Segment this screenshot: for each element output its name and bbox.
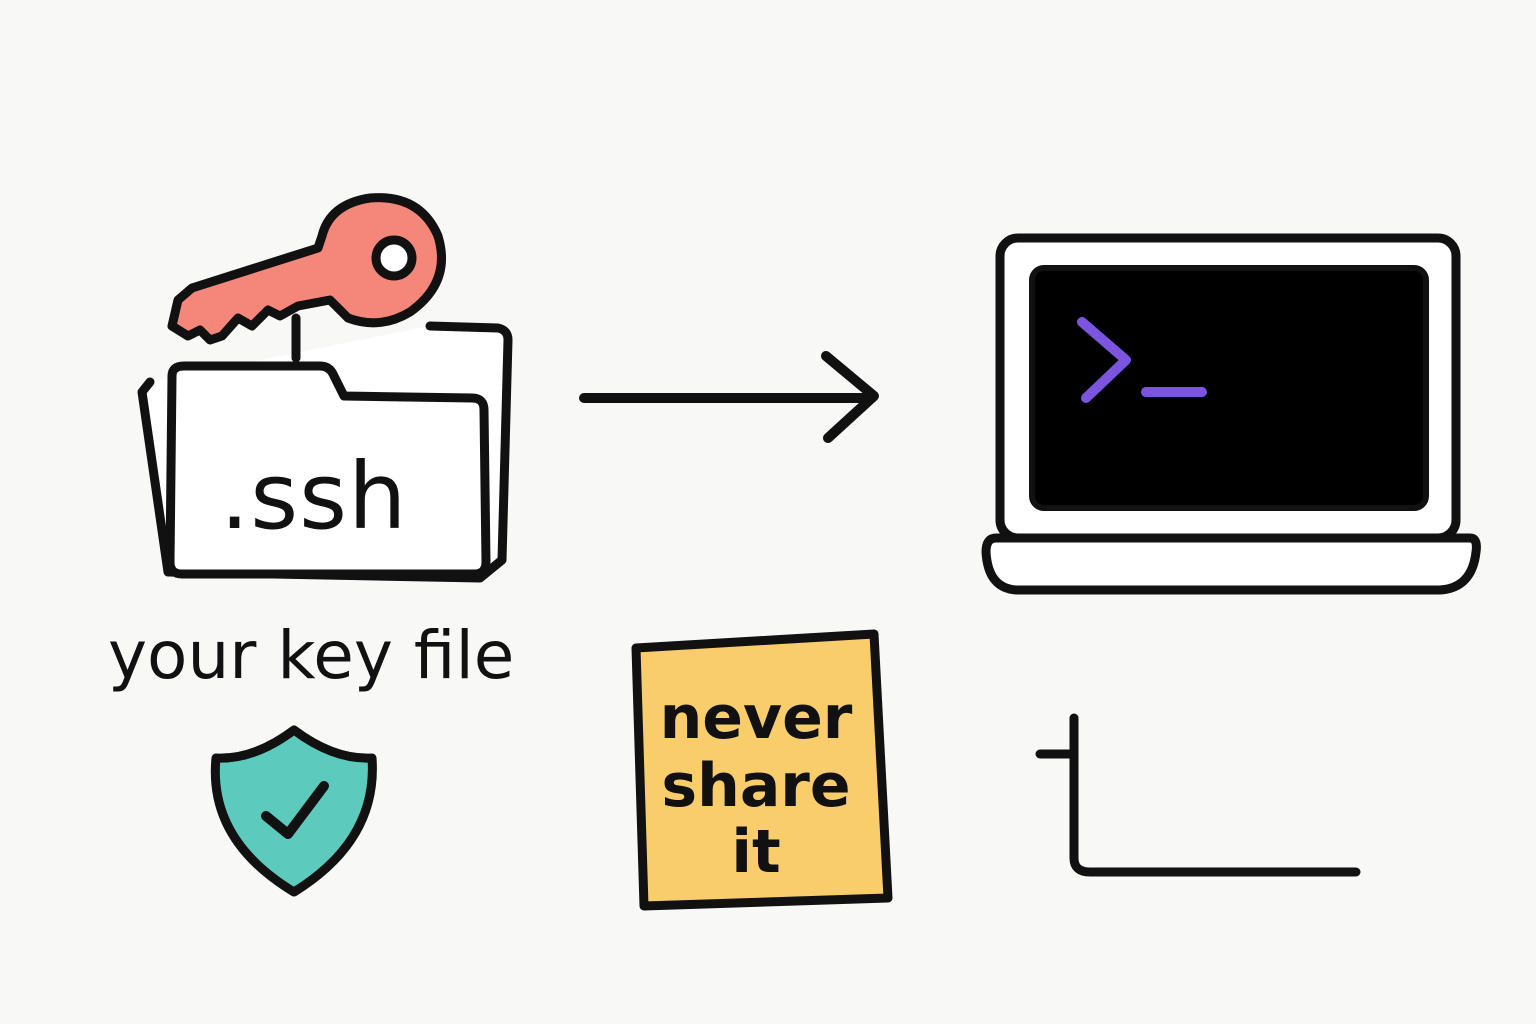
sticky-note: never share it [631,629,893,911]
note-line-1: never [660,683,853,753]
corner-bracket-icon [1035,713,1361,877]
laptop-base [981,533,1481,595]
key-file-caption: your key file [108,617,514,694]
terminal-prompt-icon [1077,317,1131,403]
folder-label: .ssh [220,443,407,550]
folder-icon: .ssh [137,193,513,583]
note-line-3: it [731,817,780,887]
key-icon [167,193,446,363]
laptop-icon [981,233,1481,595]
laptop-screen [1029,265,1429,511]
arrow-right-icon [579,351,879,443]
note-line-2: share [661,751,850,821]
shield-check-icon [210,725,377,897]
